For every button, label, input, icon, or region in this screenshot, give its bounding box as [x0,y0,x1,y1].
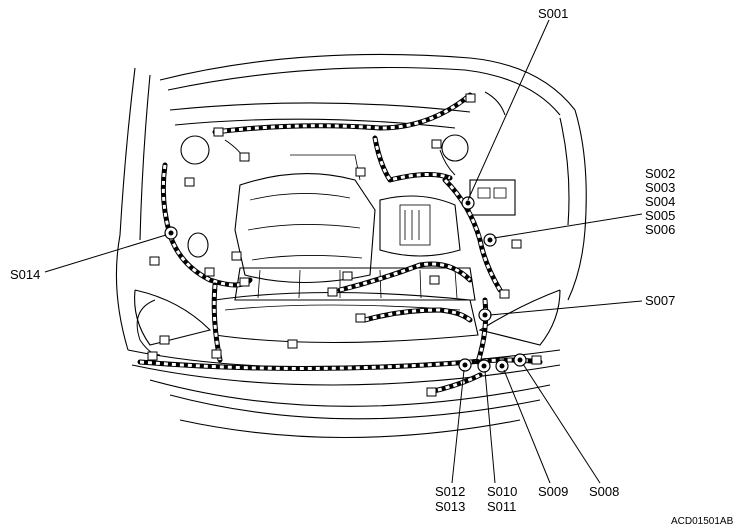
splice-label-s007: S007 [645,293,675,308]
connector [239,277,250,287]
connector [211,349,222,359]
splice-point-s007 [478,308,492,322]
leader-line-s014 [44,234,167,273]
splice-label-s005: S005 [645,208,675,223]
leader-line-s012-s013 [451,369,465,484]
splice-label-s001: S001 [538,6,568,21]
connector [213,127,224,137]
leader-line-s008 [522,363,601,484]
splice-label-s009: S009 [538,484,568,499]
leader-lines [44,19,643,484]
splice-point-s012-s013 [458,358,472,372]
connector [287,339,298,349]
splice-label-s010: S010 [487,484,517,499]
splice-label-s006: S006 [645,222,675,237]
leader-line-s002-s006 [493,213,643,239]
splice-label-s003: S003 [645,180,675,195]
leader-line-s001 [467,19,550,201]
splice-label-s012: S012 [435,484,465,499]
connector [147,351,158,361]
splice-point-s002-s006 [483,233,497,247]
connector [531,355,542,365]
splice-label-s008: S008 [589,484,619,499]
wiring-harness [136,91,543,395]
connector [231,251,242,261]
connector [355,313,366,323]
leader-line-s009 [503,369,551,484]
connector [355,167,366,177]
vehicle-body-outline [115,53,587,439]
connector [204,267,215,277]
leader-line-s007 [489,300,643,316]
splice-label-s011: S011 [487,499,516,514]
splice-label-s013: S013 [435,499,465,514]
splice-point-s001 [461,196,475,210]
connector [511,239,522,249]
splice-label-s004: S004 [645,194,675,209]
harness-connectors [147,93,542,397]
splice-point-s008 [513,353,527,367]
splice-label-s014: S014 [10,267,40,282]
connector [149,256,160,266]
splice-point-s014 [164,226,178,240]
splice-points [164,196,527,373]
connector [431,139,442,149]
splice-label-s002: S002 [645,166,675,181]
diagram-code: ACD01501AB [671,516,734,527]
leader-line-s010-s011 [484,370,496,484]
connector [159,335,170,345]
splice-point-s009 [495,359,509,373]
connector [426,387,437,397]
connector [499,289,510,299]
connector [429,275,440,285]
connector [327,287,338,297]
connector [342,271,353,281]
splice-point-s010-s011 [477,359,491,373]
connector [465,93,476,103]
connector [239,152,250,162]
splice-labels: S001 S002 S003 S004 S005 S006 S007 S008 … [10,6,675,514]
connector [184,177,195,187]
